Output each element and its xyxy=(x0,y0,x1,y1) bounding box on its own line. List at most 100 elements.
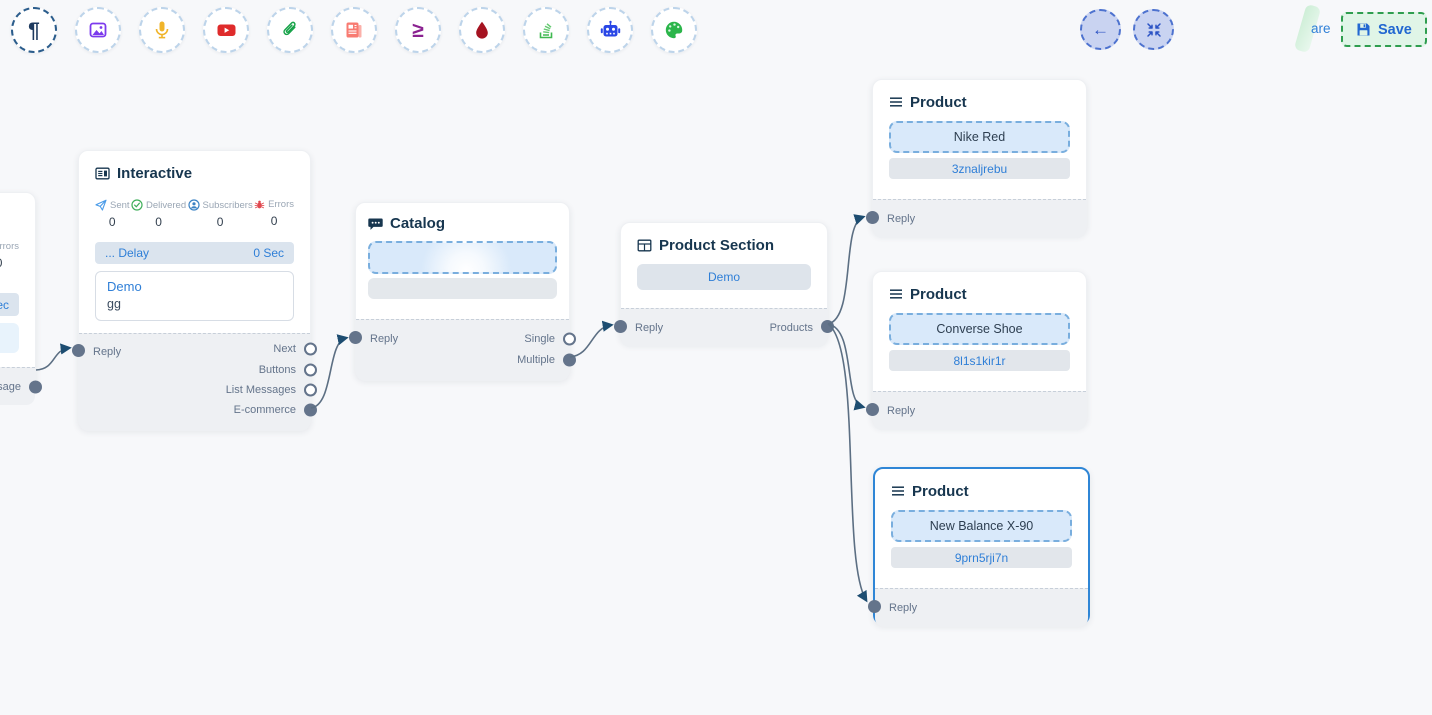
product-node-2[interactable]: Product Converse Shoe 8l1s1kir1r Reply xyxy=(866,271,1087,430)
newspaper-icon xyxy=(346,22,362,38)
input-handle-reply[interactable] xyxy=(866,211,879,224)
output-handle-message[interactable] xyxy=(29,380,42,394)
input-handle-reply[interactable] xyxy=(868,600,881,613)
input-handle-reply[interactable] xyxy=(614,320,627,333)
toolbar-button-video[interactable] xyxy=(203,7,249,53)
delay-value: 0 Sec xyxy=(253,246,284,260)
input-handle-reply[interactable] xyxy=(349,331,362,344)
toolbar-button-article[interactable] xyxy=(331,7,377,53)
stack-icon xyxy=(539,23,553,39)
delay-value: 0 Sec xyxy=(0,297,9,312)
send-icon xyxy=(95,199,107,211)
message-body: gg xyxy=(107,297,121,311)
node-title-text: Product xyxy=(910,285,967,303)
save-button[interactable]: Save xyxy=(1341,12,1427,47)
output-label-products: Products xyxy=(769,322,813,334)
input-label-reply: Reply xyxy=(887,213,916,225)
stat-label: Subscribers xyxy=(202,199,253,211)
interactive-card-icon xyxy=(95,167,110,179)
input-handle-reply[interactable] xyxy=(866,403,879,416)
stat-sent: Sent 0 xyxy=(95,199,130,235)
output-handle-products[interactable] xyxy=(821,320,834,333)
bug-icon xyxy=(254,200,265,209)
product-id-box[interactable]: 9prn5rji7n xyxy=(891,547,1072,568)
catalog-empty-box[interactable] xyxy=(368,278,557,299)
stat-errors: Errors 0 xyxy=(0,241,19,270)
fit-view-button[interactable] xyxy=(1133,9,1174,50)
node-title-text: Product xyxy=(910,93,967,111)
edge-products-to-product-3 xyxy=(827,323,868,603)
check-circle-icon xyxy=(131,199,143,211)
product-section-value-box[interactable]: Demo xyxy=(637,264,811,290)
stat-value: 0 xyxy=(270,214,278,228)
toolbar-button-stack[interactable] xyxy=(523,7,569,53)
palette-icon xyxy=(665,21,683,39)
delay-setting[interactable]: ... Delay 0 Sec xyxy=(95,242,294,264)
edge-message-to-interactive xyxy=(35,343,72,371)
catalog-placeholder-box[interactable] xyxy=(368,241,557,274)
node-title-text: Product Section xyxy=(659,236,775,254)
product-name: Converse Shoe xyxy=(936,322,1023,336)
share-button-partial-label[interactable]: are xyxy=(1311,21,1331,36)
toolbar-button-drip[interactable] xyxy=(459,7,505,53)
stats-row: Sent 0 Delivered 0 Subscribers 0 xyxy=(95,199,294,235)
interactive-message-box[interactable]: Demo gg xyxy=(95,271,294,321)
stat-label: Errors xyxy=(0,241,19,252)
person-circle-icon xyxy=(187,199,200,211)
hamburger-icon xyxy=(890,289,902,299)
stat-delivered: Delivered 0 xyxy=(131,199,186,235)
droplet-icon xyxy=(476,21,488,39)
input-handle-reply[interactable] xyxy=(72,344,85,357)
toolbar-button-theme[interactable] xyxy=(651,7,697,53)
stat-label: Sent xyxy=(110,199,130,211)
output-label-message: Message xyxy=(0,381,21,393)
back-arrow-icon: ← xyxy=(1092,19,1109,39)
node-title-text: Interactive xyxy=(117,164,193,182)
output-handle-ecommerce[interactable] xyxy=(304,403,317,417)
toolbar-button-image[interactable] xyxy=(75,7,121,53)
node-footer: Reply Single Multiple xyxy=(349,319,576,381)
delay-label: ... Delay xyxy=(105,246,150,260)
output-handle-multiple[interactable] xyxy=(563,353,576,367)
product-node-1[interactable]: Product Nike Red 3znaljrebu Reply xyxy=(866,79,1087,238)
product-name-box[interactable]: Nike Red xyxy=(889,121,1070,153)
microphone-icon xyxy=(155,21,169,39)
stat-label: Errors xyxy=(268,199,294,210)
chat-bubble-icon xyxy=(368,218,383,230)
message-preview-box[interactable] xyxy=(0,323,19,353)
toolbar-button-bot[interactable] xyxy=(587,7,633,53)
edge-products-to-product-1 xyxy=(827,214,866,325)
stat-value: 0 xyxy=(108,215,116,229)
product-name-box[interactable]: Converse Shoe xyxy=(889,313,1070,345)
toolbar-button-attachment[interactable] xyxy=(267,7,313,53)
toolbar-button-condition[interactable]: ≥ xyxy=(395,7,441,53)
node-title-text: Catalog xyxy=(390,214,446,232)
product-section-value: Demo xyxy=(707,270,740,284)
product-name-box[interactable]: New Balance X-90 xyxy=(891,510,1072,542)
input-label-reply: Reply xyxy=(889,602,918,614)
catalog-node[interactable]: Catalog Reply Single Multiple xyxy=(349,202,576,381)
output-handle-list-messages[interactable] xyxy=(304,383,317,397)
table-grid-icon xyxy=(637,239,652,251)
product-node-3[interactable]: Product New Balance X-90 9prn5rji7n Repl… xyxy=(868,467,1090,627)
output-label-multiple: Multiple xyxy=(517,353,555,366)
product-retailer-id: 3znaljrebu xyxy=(951,161,1008,176)
toolbar-button-audio[interactable] xyxy=(139,7,185,53)
product-id-box[interactable]: 8l1s1kir1r xyxy=(889,350,1070,371)
message-node[interactable]: Errors 0 0 Sec Message xyxy=(0,192,42,405)
product-section-node[interactable]: Product Section Demo Reply Products xyxy=(614,222,834,347)
stat-errors: Errors 0 xyxy=(254,199,294,235)
output-handle-next[interactable] xyxy=(304,342,317,356)
compress-icon xyxy=(1146,22,1161,37)
toolbar-button-text[interactable]: ¶ xyxy=(11,7,57,53)
delay-setting[interactable]: 0 Sec xyxy=(0,293,19,316)
interactive-node[interactable]: Interactive Sent 0 Delivered 0 xyxy=(72,150,317,431)
output-handle-buttons[interactable] xyxy=(304,363,317,377)
product-id-box[interactable]: 3znaljrebu xyxy=(889,158,1070,179)
node-footer: Reply xyxy=(866,391,1086,430)
back-button[interactable]: ← xyxy=(1080,9,1121,50)
output-handle-single[interactable] xyxy=(563,332,576,346)
output-label-single: Single xyxy=(524,333,555,346)
node-title-text: Product xyxy=(912,482,969,500)
node-footer: Reply Products xyxy=(614,308,834,347)
